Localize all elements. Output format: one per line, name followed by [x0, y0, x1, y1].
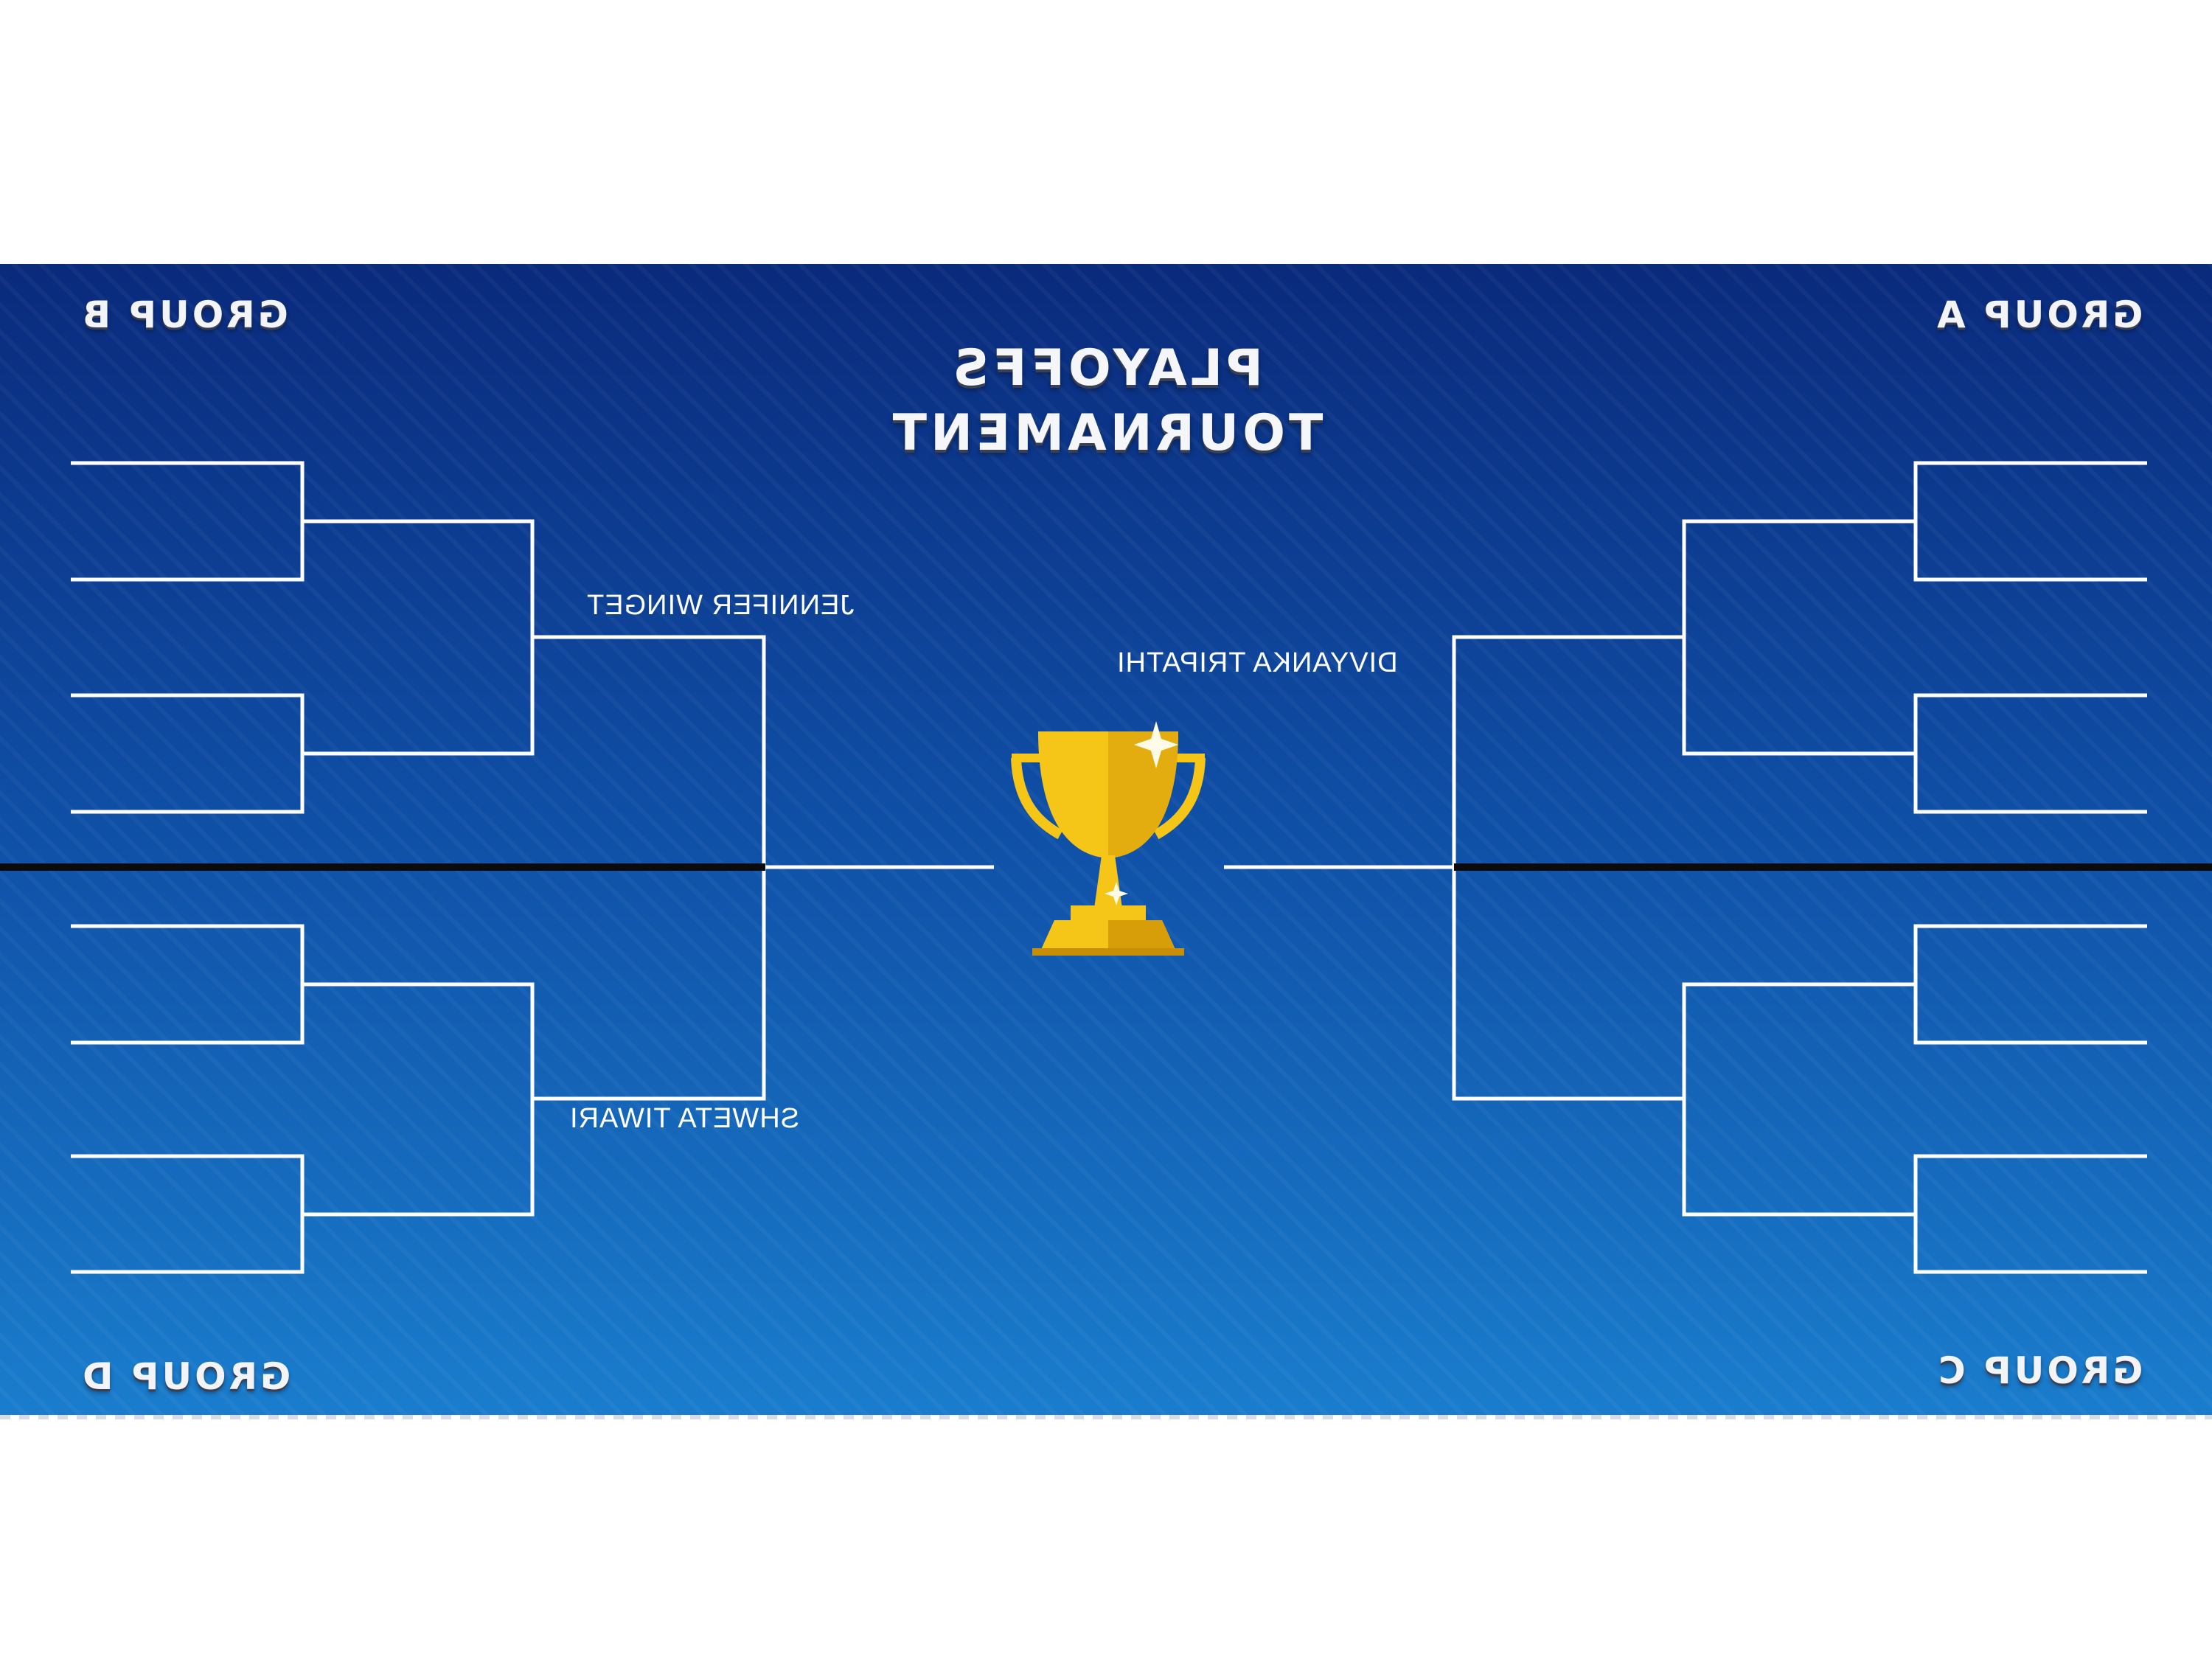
bracket-connector-14 [1682, 982, 1916, 1217]
bracket-connector-9 [1913, 461, 2147, 582]
bracket-connector-2 [71, 693, 305, 814]
bracket-connector-6 [302, 982, 535, 1217]
bracket-connector-10 [1913, 693, 2147, 814]
bracket-connector-11 [1913, 924, 2147, 1045]
group-a-label: GROUP A [1933, 293, 2143, 336]
semifinal-name-a: DIVYANKA TRIPATHI [1116, 647, 1398, 678]
group-b-label: GROUP B [80, 293, 288, 336]
bracket-connector-13 [1682, 519, 1916, 756]
bracket-connector-3 [71, 924, 305, 1045]
bracket-board: GROUP B GROUP A GROUP D GROUP C PLAYOFFS… [0, 264, 2212, 1419]
bracket-lines [0, 461, 2212, 1274]
bracket-connector-12 [1913, 1154, 2147, 1274]
group-c-label: GROUP C [1935, 1349, 2143, 1392]
trophy-icon [1011, 721, 1206, 956]
bracket-connector-4 [71, 1154, 305, 1274]
title-line-1: PLAYOFFS [949, 339, 1263, 397]
semifinal-name-b: JENNIFER WINGET [586, 590, 855, 621]
title-line-2: TOURNAMENT [888, 404, 1324, 462]
group-d-label: GROUP D [80, 1355, 291, 1398]
semifinal-name-d: SHWETA TIWARI [569, 1103, 800, 1134]
bracket-connector-5 [302, 519, 535, 756]
bracket-connector-1 [71, 461, 305, 582]
